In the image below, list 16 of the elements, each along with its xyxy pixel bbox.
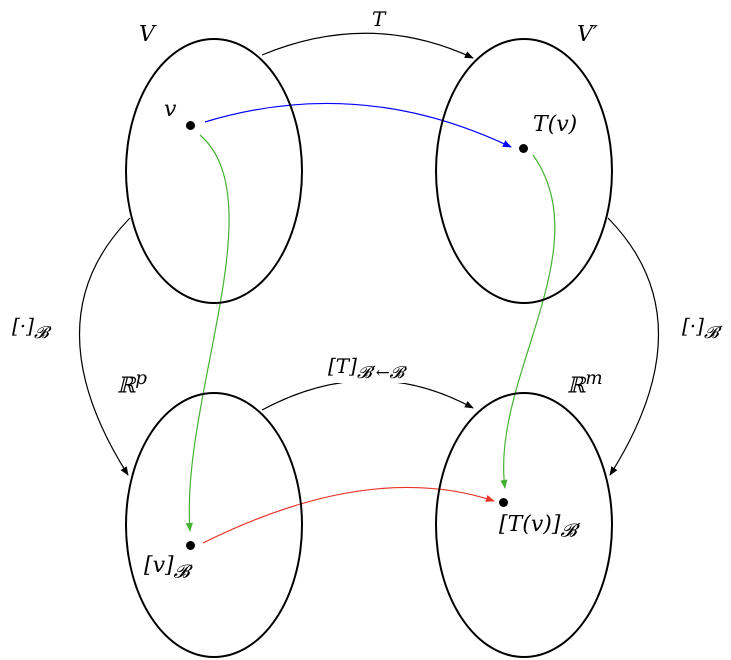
point-label: v xyxy=(164,99,176,121)
arrow xyxy=(78,218,130,476)
arrow xyxy=(501,154,556,489)
point-label: [v]$_{𝓑}$ xyxy=(144,555,190,582)
arrow xyxy=(186,134,230,532)
arrow xyxy=(202,486,495,544)
point-label: [T(v)]$_{𝓑′}$ xyxy=(499,514,581,541)
edge-label: [T]$_{𝓑′←𝓑}$ xyxy=(326,355,407,383)
arrow xyxy=(262,32,474,59)
set-label: ℝ$^{m}$ xyxy=(567,370,603,398)
arrow xyxy=(204,102,512,148)
arrow xyxy=(608,218,660,476)
set-label: ℝ$^{p}$ xyxy=(117,370,148,398)
point-label: T(v) xyxy=(533,114,578,136)
set-label: V xyxy=(139,24,155,46)
set-label: V′ xyxy=(577,24,598,46)
